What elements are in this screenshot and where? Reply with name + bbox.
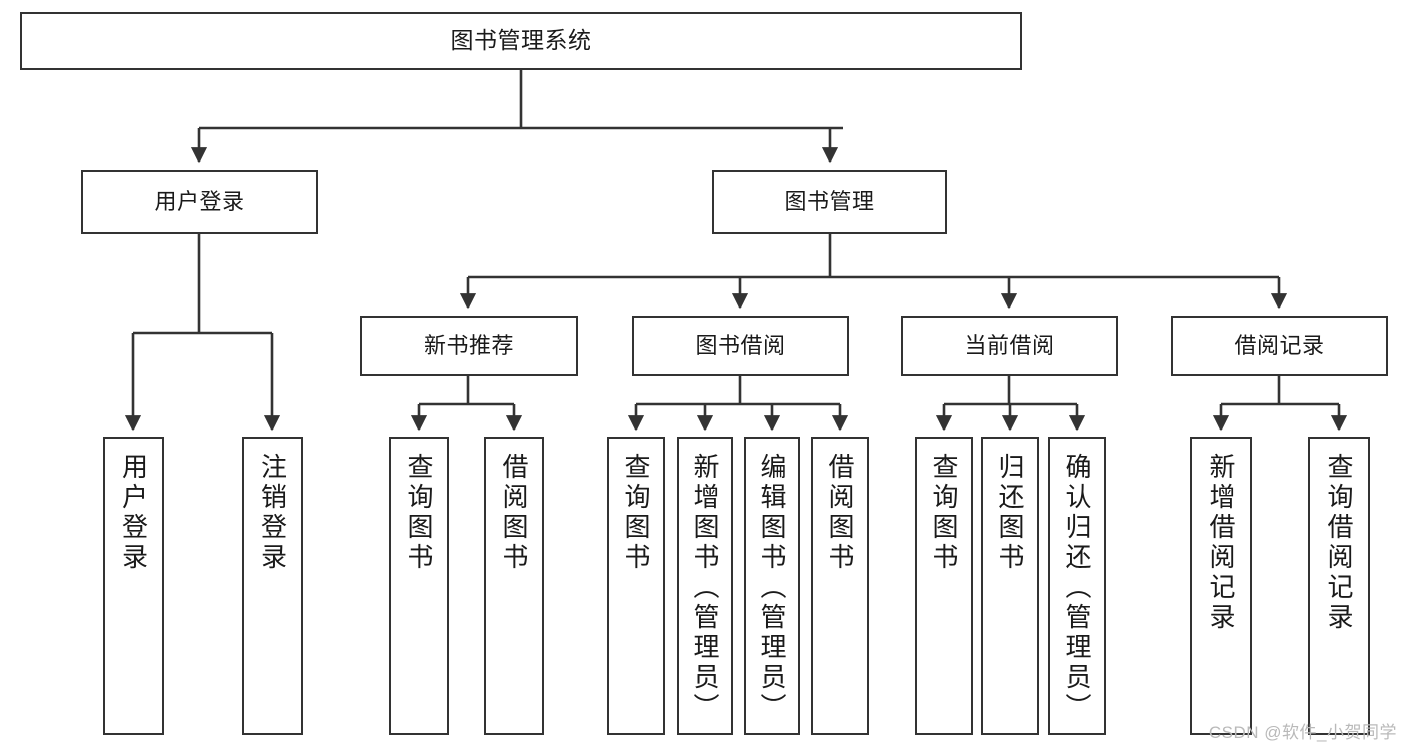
node-book-borrow[interactable]: 图书借阅: [632, 316, 849, 376]
node-label: 编辑图书（管理员）: [757, 453, 787, 723]
node-label: 新书推荐: [423, 333, 514, 359]
node-borrow-record[interactable]: 借阅记录: [1171, 316, 1388, 376]
node-label: 查询图书: [929, 453, 959, 573]
node-leaf-return-book[interactable]: 归还图书: [981, 437, 1039, 735]
node-current-borrow[interactable]: 当前借阅: [901, 316, 1118, 376]
node-label: 注销登录: [257, 453, 288, 573]
node-leaf-edit-book[interactable]: 编辑图书（管理员）: [744, 437, 800, 735]
node-label: 归还图书: [995, 453, 1025, 573]
node-label: 图书管理: [784, 189, 875, 215]
node-leaf-user-logout[interactable]: 注销登录: [242, 437, 303, 735]
node-book-management[interactable]: 图书管理: [712, 170, 947, 234]
node-leaf-borrow-book-1[interactable]: 借阅图书: [484, 437, 544, 735]
node-label: 新增图书（管理员）: [690, 453, 720, 723]
node-label: 查询图书: [621, 453, 651, 573]
node-leaf-query-book-1[interactable]: 查询图书: [389, 437, 449, 735]
node-leaf-query-book-2[interactable]: 查询图书: [607, 437, 665, 735]
node-leaf-add-record[interactable]: 新增借阅记录: [1190, 437, 1252, 735]
node-leaf-query-record[interactable]: 查询借阅记录: [1308, 437, 1370, 735]
node-label: 查询图书: [404, 453, 434, 573]
node-label: 用户登录: [154, 189, 245, 215]
node-label: 当前借阅: [964, 333, 1055, 359]
node-label: 借阅图书: [825, 453, 855, 573]
node-user-login[interactable]: 用户登录: [81, 170, 318, 234]
csdn-watermark: CSDN @软件_小贺同学: [1208, 723, 1397, 742]
node-new-book-recommend[interactable]: 新书推荐: [360, 316, 578, 376]
node-leaf-confirm-return[interactable]: 确认归还（管理员）: [1048, 437, 1106, 735]
node-label: 新增借阅记录: [1206, 453, 1236, 633]
node-leaf-query-book-3[interactable]: 查询图书: [915, 437, 973, 735]
node-leaf-borrow-book-2[interactable]: 借阅图书: [811, 437, 869, 735]
node-leaf-add-book[interactable]: 新增图书（管理员）: [677, 437, 733, 735]
node-label: 确认归还（管理员）: [1062, 453, 1092, 723]
node-label: 图书管理系统: [450, 27, 592, 54]
node-label: 图书借阅: [695, 333, 786, 359]
node-root-book-management-system[interactable]: 图书管理系统: [20, 12, 1022, 70]
node-label: 用户登录: [118, 453, 149, 573]
node-leaf-user-login[interactable]: 用户登录: [103, 437, 164, 735]
node-label: 查询借阅记录: [1324, 453, 1354, 633]
node-label: 借阅图书: [499, 453, 529, 573]
node-label: 借阅记录: [1234, 333, 1325, 359]
